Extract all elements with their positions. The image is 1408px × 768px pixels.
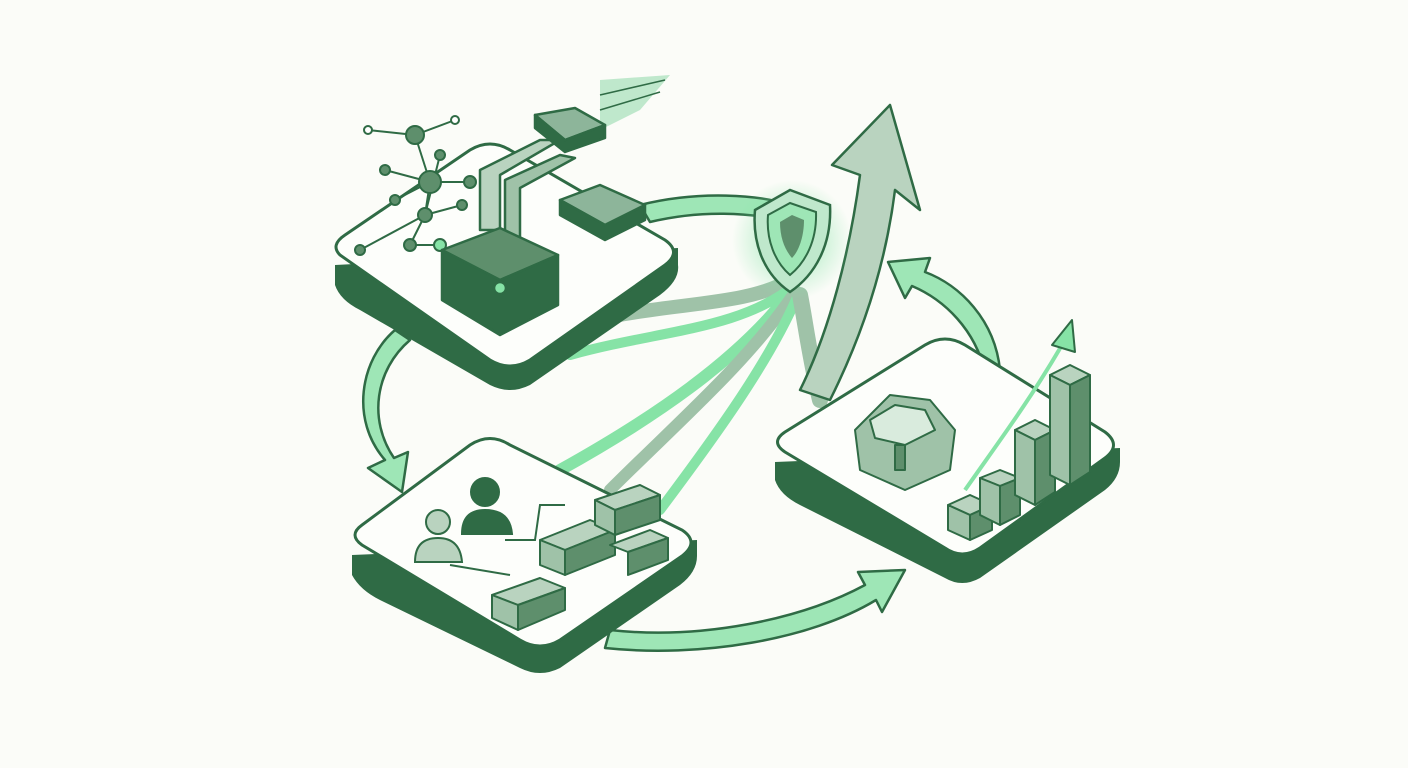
arrow-right-arc [886, 256, 1002, 374]
network-graph-icon [354, 115, 477, 256]
cube-cluster-icon [854, 394, 956, 491]
data-pipeline-icon [440, 75, 670, 337]
workflow-blocks-icon [491, 484, 669, 631]
bar-chart-icon [947, 319, 1091, 541]
shield-icon [732, 180, 852, 300]
users-icon [413, 477, 565, 576]
arrow-bottom-arc [603, 568, 907, 652]
growth-arrow-icon [798, 103, 922, 402]
arrow-left-arc [362, 328, 412, 494]
